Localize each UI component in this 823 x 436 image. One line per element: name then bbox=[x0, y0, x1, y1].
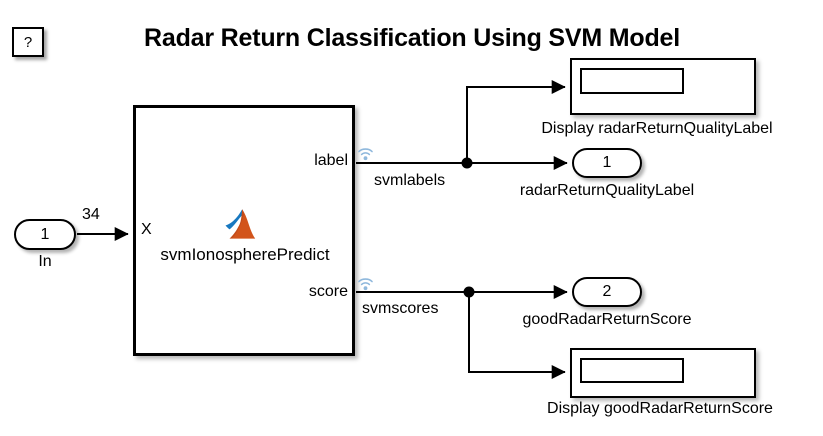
block-output-port-label-score: score bbox=[308, 283, 348, 300]
display-block-1-label: Display radarReturnQualityLabel bbox=[541, 120, 773, 137]
outport-1-label: radarReturnQualityLabel bbox=[519, 182, 695, 199]
block-input-port-label: X bbox=[141, 221, 152, 238]
display-block-goodRadarReturnScore[interactable] bbox=[570, 348, 756, 398]
display-block-2-label: Display goodRadarReturnScore bbox=[547, 400, 773, 417]
matlab-logo-icon bbox=[225, 209, 256, 239]
page-title: Radar Return Classification Using SVM Mo… bbox=[144, 24, 680, 52]
wireless-badge-icon-score bbox=[358, 278, 373, 291]
help-button-label: ? bbox=[23, 33, 33, 51]
outport-2[interactable]: 2 bbox=[572, 277, 642, 307]
display-value-field-1 bbox=[580, 68, 684, 94]
help-button[interactable]: ? bbox=[12, 27, 44, 57]
wireless-badge-icon-label bbox=[358, 148, 373, 161]
outport-1-number: 1 bbox=[602, 154, 612, 171]
signal-junction-label bbox=[461, 157, 473, 169]
signal-label-svmlabels: svmlabels bbox=[374, 172, 446, 189]
signal-label-svmscores: svmscores bbox=[362, 300, 439, 317]
outport-2-number: 2 bbox=[602, 283, 612, 300]
wire-score-to-display2 bbox=[468, 292, 566, 379]
display-block-radarReturnQualityLabel[interactable] bbox=[570, 58, 756, 115]
block-output-port-label-label: label bbox=[314, 152, 348, 169]
display-value-field-2 bbox=[580, 358, 684, 383]
signal-width-annotation: 34 bbox=[82, 206, 100, 223]
signal-junction-score bbox=[463, 286, 475, 298]
inport-1-number: 1 bbox=[40, 225, 50, 243]
inport-1-label: In bbox=[38, 253, 52, 270]
inport-1[interactable]: 1 bbox=[14, 219, 76, 250]
outport-1[interactable]: 1 bbox=[572, 148, 642, 178]
outport-2-label: goodRadarReturnScore bbox=[522, 311, 692, 328]
block-name-label: svmIonospherePredict bbox=[160, 245, 330, 264]
